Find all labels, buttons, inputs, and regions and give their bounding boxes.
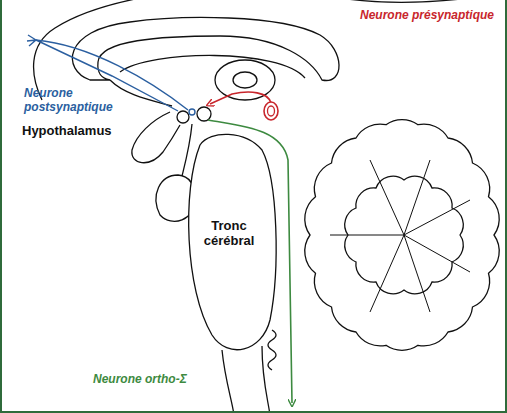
presynaptic-nucleus xyxy=(268,106,275,116)
hypothalamic-nucleus xyxy=(177,111,189,123)
brainstem xyxy=(189,134,276,349)
neuron-label: Neurone postsynaptique xyxy=(24,86,132,114)
brain-outlines xyxy=(34,0,500,413)
mammillary-body xyxy=(197,107,211,121)
corpus-callosum xyxy=(72,17,339,80)
structure-label: Tronc cérébral xyxy=(196,218,262,248)
presynaptic-nucleus xyxy=(264,102,278,120)
neuron-label: Neurone présynaptique xyxy=(328,8,494,22)
structure-label: Hypothalamus xyxy=(22,123,126,138)
medulla xyxy=(222,350,234,413)
arbor-vitae xyxy=(330,160,470,312)
cerebellum xyxy=(305,120,499,351)
axon-terminal xyxy=(27,35,36,46)
cortex-surface xyxy=(340,0,470,3)
thalamus xyxy=(215,60,275,100)
orthosympathetic-axon xyxy=(208,120,292,403)
fourth-ventricle xyxy=(268,330,276,370)
optic-chiasm xyxy=(132,112,180,163)
medulla xyxy=(262,346,270,413)
pituitary-stalk xyxy=(182,124,192,176)
postsynaptic-soma xyxy=(189,109,195,115)
neuron-label: Neurone ortho-Σ xyxy=(93,372,263,386)
presynaptic-axon xyxy=(210,92,271,104)
fornix xyxy=(120,55,305,78)
interthalamic-adhesion xyxy=(233,72,257,88)
